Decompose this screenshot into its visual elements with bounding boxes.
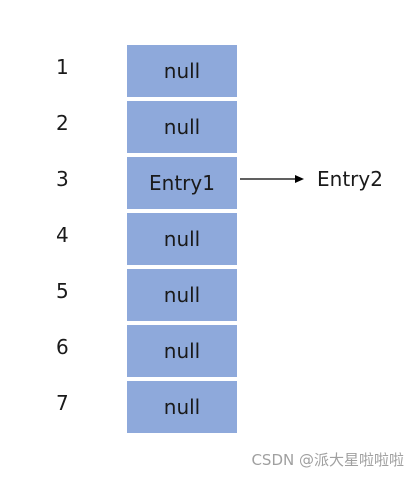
row-index-7: 7	[56, 391, 69, 415]
chain-node-entry2: Entry2	[317, 167, 383, 191]
row-index-2: 2	[56, 111, 69, 135]
row-index-6: 6	[56, 335, 69, 359]
bucket-1: null	[126, 44, 238, 98]
row-index-4: 4	[56, 223, 69, 247]
bucket-2: null	[126, 100, 238, 154]
bucket-3: Entry1	[126, 156, 238, 210]
row-index-5: 5	[56, 279, 69, 303]
bucket-7: null	[126, 380, 238, 434]
bucket-5: null	[126, 268, 238, 322]
bucket-4: null	[126, 212, 238, 266]
watermark: CSDN @派大星啦啦啦	[251, 451, 404, 469]
row-index-1: 1	[56, 55, 69, 79]
chain-arrow-head	[295, 175, 304, 183]
row-index-3: 3	[56, 167, 69, 191]
chain-arrow	[240, 175, 304, 183]
bucket-6: null	[126, 324, 238, 378]
